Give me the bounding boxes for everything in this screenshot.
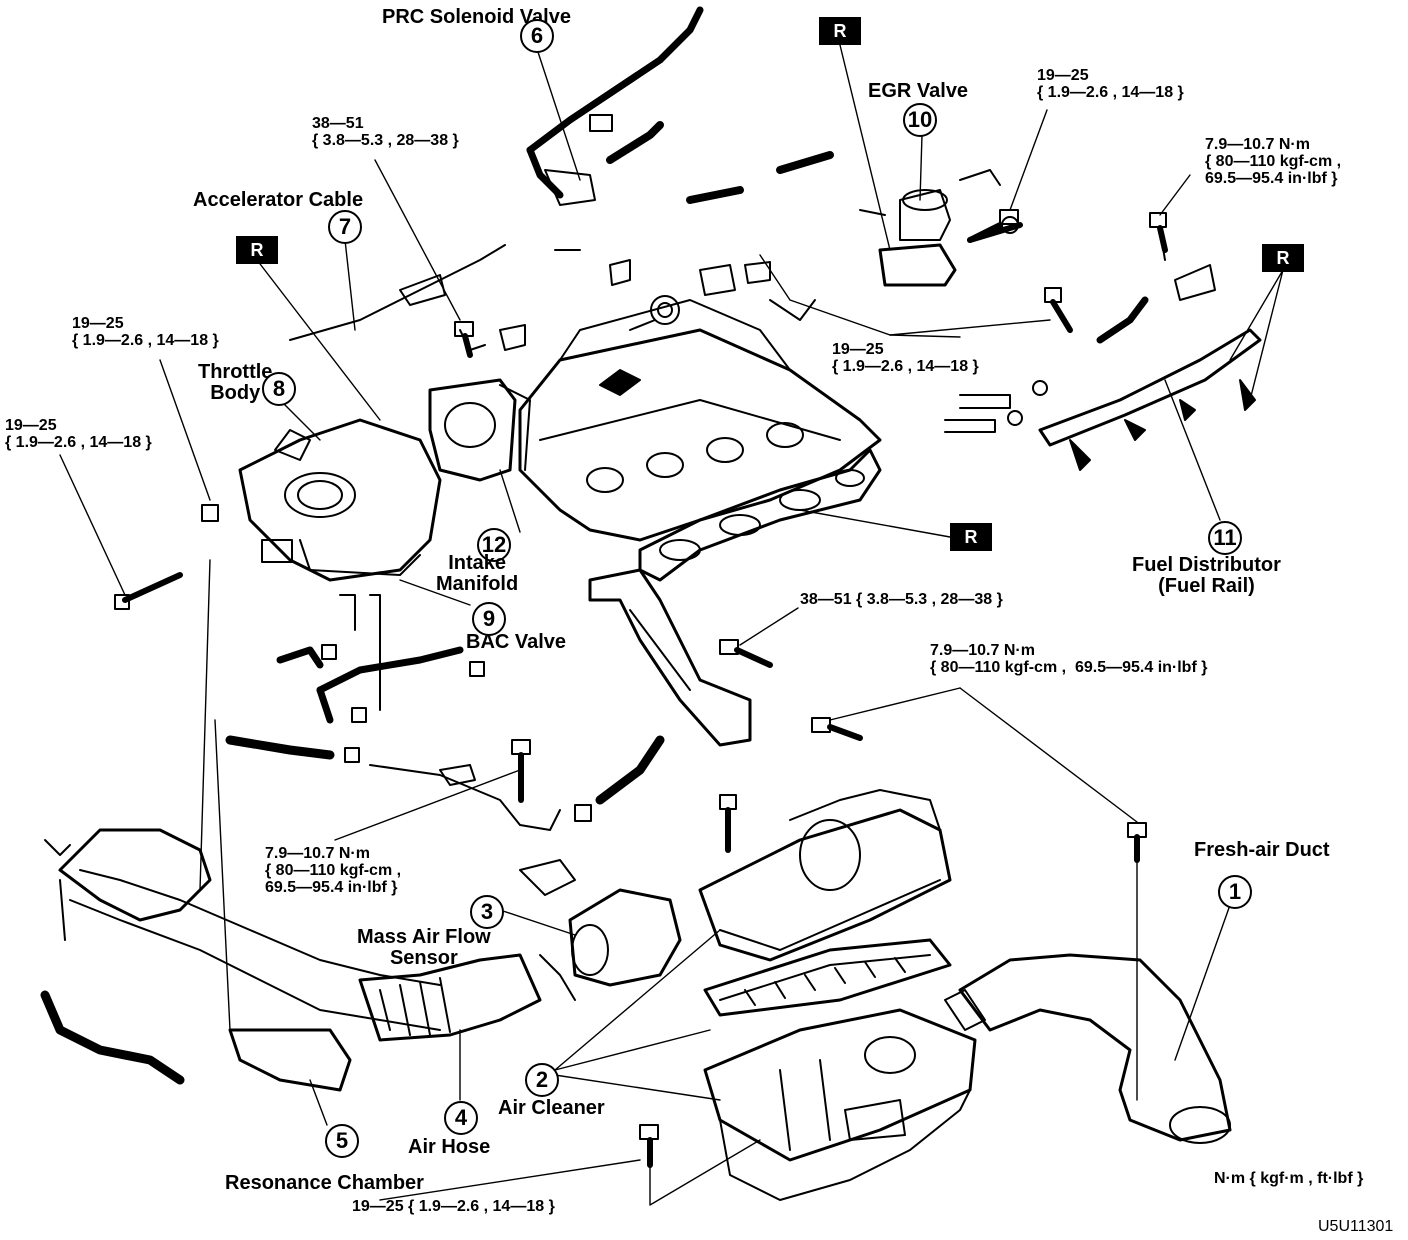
torque-spec-pipe: 7.9—10.7 N·m { 80—110 kgf-cm , 69.5—95.4…	[265, 845, 402, 896]
resonance-chamber-drawing	[40, 828, 441, 1092]
air-cleaner-case-drawing	[703, 1008, 977, 1201]
bac-hoses-drawing	[276, 594, 485, 724]
vacuum-parts-drawing	[609, 151, 834, 331]
callout-3: 3	[470, 895, 504, 929]
callout-1: 1	[1218, 875, 1252, 909]
fuel-rail-drawing	[944, 229, 1262, 471]
replace-marker-egr: R	[819, 17, 861, 45]
air-cleaner-cover-drawing	[698, 789, 952, 962]
intake-manifold-label: Intake Manifold	[436, 552, 519, 595]
throttle-body-label: Throttle Body	[198, 361, 273, 404]
callout-8: 8	[262, 372, 296, 406]
air-cleaner-label: Air Cleaner	[498, 1097, 605, 1119]
air-hose-label: Air Hose	[408, 1136, 491, 1158]
figure-code: U5U11301	[1318, 1218, 1394, 1235]
torque-spec-air-cleaner: 19—25 { 1.9—2.6 , 14—18 }	[352, 1198, 555, 1215]
replace-marker-fuel-rail: R	[1262, 244, 1304, 272]
torque-spec-egr: 19—25 { 1.9—2.6 , 14—18 }	[1037, 67, 1184, 101]
torque-spec-fuel-rail-top: 7.9—10.7 N·m { 80—110 kgf-cm , 69.5—95.4…	[1205, 136, 1342, 187]
manifold-gasket-drawing	[638, 448, 882, 582]
bac-valve-label: BAC Valve	[466, 631, 567, 653]
accelerator-cable-label: Accelerator Cable	[193, 189, 364, 211]
prc-solenoid-valve-label: PRC Solenoid Valve	[382, 6, 571, 28]
callout-4: 4	[444, 1101, 478, 1135]
lower-pipes-drawing	[225, 735, 665, 831]
resonance-chamber-label: Resonance Chamber	[225, 1172, 424, 1194]
callout-6: 6	[520, 19, 554, 53]
bolts-drawing	[114, 209, 1168, 1168]
torque-spec-prc: 38—51 { 3.8—5.3 , 28—38 }	[312, 115, 459, 149]
callout-10: 10	[903, 103, 937, 137]
callout-5: 5	[325, 1124, 359, 1158]
intake-bracket-drawing	[588, 568, 752, 747]
egr-valve-label: EGR Valve	[868, 80, 969, 102]
intake-manifold-drawing	[518, 299, 882, 542]
accelerator-cable-drawing	[289, 244, 526, 351]
prc-solenoid-drawing	[526, 6, 704, 251]
air-hose-drawing	[358, 953, 576, 1042]
leader-lines	[59, 44, 1284, 1206]
callout-2: 2	[525, 1063, 559, 1097]
throttle-gasket-drawing	[428, 378, 531, 482]
maf-sensor-drawing	[519, 859, 682, 987]
replace-marker-gasket: R	[950, 523, 992, 551]
fresh-air-duct-label: Fresh-air Duct	[1194, 839, 1330, 861]
torque-spec-throttle: 19—25 { 1.9—2.6 , 14—18 }	[72, 315, 219, 349]
callout-11: 11	[1208, 521, 1242, 555]
callout-7: 7	[328, 210, 362, 244]
mass-air-flow-sensor-label: Mass Air Flow Sensor	[357, 926, 491, 969]
torque-spec-duct: 7.9—10.7 N·m { 80—110 kgf-cm , 69.5—95.4…	[930, 642, 1208, 676]
air-filter-drawing	[703, 938, 952, 1017]
torque-spec-left: 19—25 { 1.9—2.6 , 14—18 }	[5, 417, 152, 451]
callout-12: 12	[477, 528, 511, 562]
replace-marker-throttle: R	[236, 236, 278, 264]
callout-9: 9	[472, 602, 506, 636]
throttle-body-drawing	[238, 418, 442, 582]
torque-spec-fuel-rail: 19—25 { 1.9—2.6 , 14—18 }	[832, 341, 979, 375]
units-note: N·m { kgf·m , ft·lbf }	[1214, 1170, 1364, 1187]
fuel-distributor-label: Fuel Distributor (Fuel Rail)	[1132, 554, 1281, 597]
torque-spec-bracket: 38—51 { 3.8—5.3 , 28—38 }	[800, 591, 1003, 608]
fresh-air-duct-drawing	[944, 953, 1232, 1144]
